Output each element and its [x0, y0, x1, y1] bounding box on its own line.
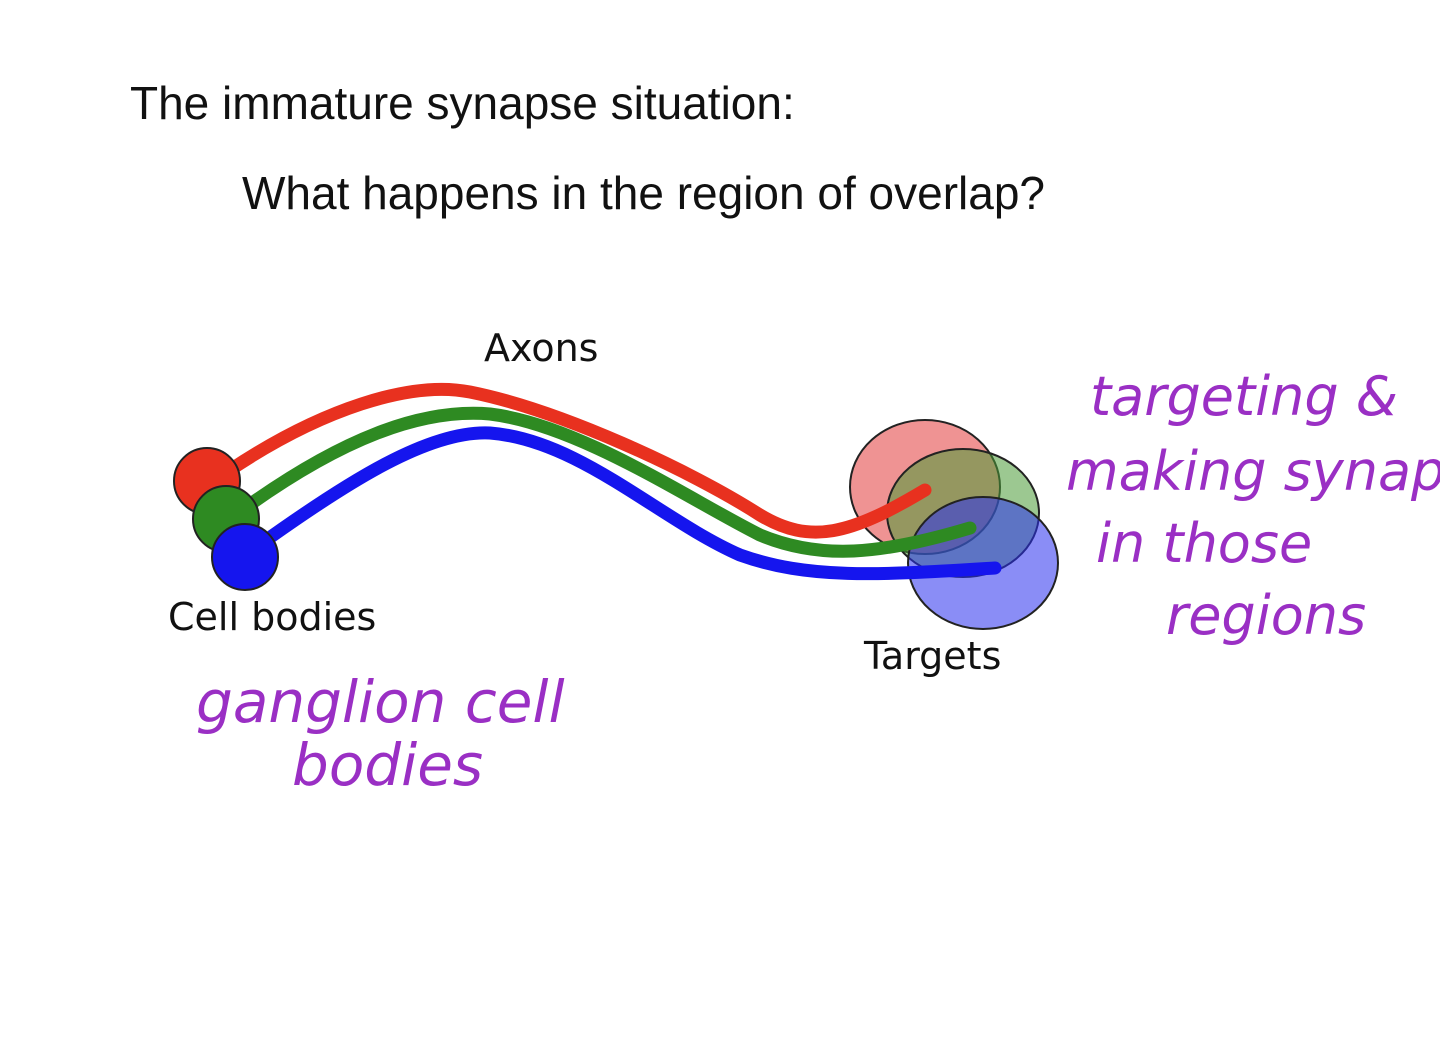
cell-bodies-label: Cell bodies	[168, 595, 377, 639]
targets-annotation-line-3: in those	[1096, 512, 1312, 575]
slide-title: The immature synapse situation:	[130, 77, 795, 129]
red-axon	[223, 382, 932, 539]
blue-axon	[251, 426, 1002, 581]
blue-cell-body	[211, 523, 279, 591]
axons-label: Axons	[484, 326, 599, 370]
targets-annotation-line-1: targeting &	[1090, 365, 1398, 428]
cell-bodies-annotation: ganglion cell bodies	[196, 668, 583, 799]
cell-bodies-annotation-line-1: ganglion cell	[196, 668, 565, 736]
cell-bodies-annotation-line-2: bodies	[292, 731, 483, 799]
green-axon	[238, 406, 977, 558]
targets-label: Targets	[864, 634, 1002, 678]
slide-question: What happens in the region of overlap?	[242, 167, 1045, 219]
targets-annotation-line-4: regions	[1166, 584, 1366, 647]
